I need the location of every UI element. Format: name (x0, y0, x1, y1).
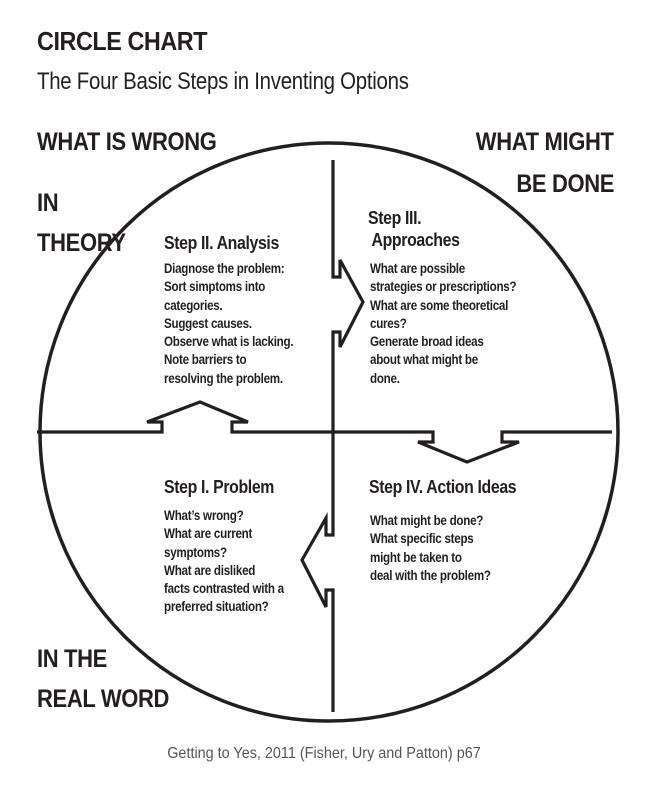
step-problem-text: What’s wrong? What are current symptoms?… (164, 507, 284, 617)
text-line: What are disliked (164, 562, 256, 578)
text-line: Sort simptoms into (164, 279, 266, 295)
step-problem-title: Step I. Problem (164, 477, 275, 497)
text-line: done. (370, 370, 400, 386)
text-line: resolving the problem. (164, 370, 283, 386)
text-line: deal with the problem? (370, 567, 491, 583)
label-theory: THEORY (37, 229, 126, 257)
text-line: What specific steps (370, 531, 474, 547)
step-action-title: Step IV. Action Ideas (369, 477, 517, 497)
step-analysis-title: Step II. Analysis (164, 233, 279, 253)
text-line: cures? (370, 315, 407, 331)
text-line: preferred situation? (164, 599, 269, 615)
text-line: What are some theoretical (370, 297, 509, 313)
step-approaches-text: What are possible strategies or prescrip… (370, 260, 517, 388)
text-line: Observe what is lacking. (164, 334, 294, 350)
step-action-text: What might be done? What specific steps … (370, 512, 491, 585)
source-citation: Getting to Yes, 2011 (Fisher, Ury and Pa… (167, 745, 481, 762)
title-line: Approaches (371, 230, 460, 250)
label-what-might: WHAT MIGHT (476, 128, 614, 156)
text-line: Suggest causes. (164, 315, 252, 331)
vertical-axis-with-arrows (300, 160, 365, 712)
text-line: What are current (164, 526, 253, 542)
text-line: categories. (164, 297, 223, 313)
label-in-the: IN THE (37, 645, 108, 673)
title-line: Step III. (368, 208, 422, 228)
label-real-word: REAL WORD (37, 685, 170, 713)
step-analysis-text: Diagnose the problem: Sort simptoms into… (164, 260, 294, 388)
text-line: symptoms? (164, 544, 227, 560)
step-approaches-title: Step III. Approaches (368, 207, 460, 251)
text-line: What’s wrong? (164, 508, 244, 523)
label-in: IN (37, 189, 59, 217)
text-line: might be taken to (370, 549, 462, 565)
text-line: What are possible (370, 261, 465, 276)
text-line: Generate broad ideas (370, 334, 484, 350)
chart-subtitle: The Four Basic Steps in Inventing Option… (37, 68, 409, 95)
text-line: What might be done? (370, 513, 484, 528)
label-be-done: BE DONE (516, 170, 614, 198)
label-what-is-wrong: WHAT IS WRONG (37, 128, 217, 156)
text-line: strategies or prescriptions? (370, 279, 517, 295)
text-line: Note barriers to (164, 352, 247, 368)
text-line: facts contrasted with a (164, 581, 284, 597)
horizontal-axis-with-arrows (37, 400, 612, 464)
chart-title: CIRCLE CHART (37, 26, 208, 56)
text-line: about what might be (370, 352, 478, 368)
text-line: Diagnose the problem: (164, 261, 285, 276)
